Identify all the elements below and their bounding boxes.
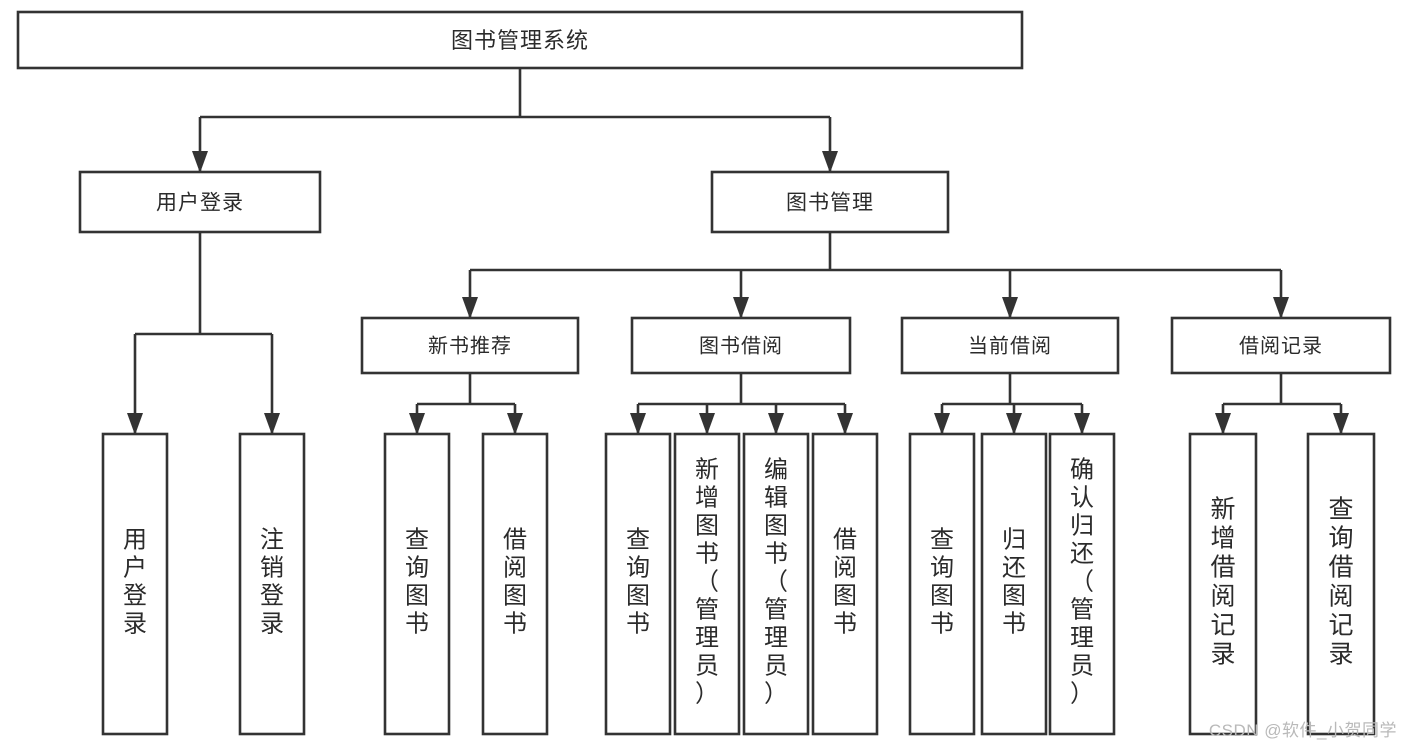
node-leaf-borrow-book-1[interactable]: 借阅图书 bbox=[481, 432, 549, 736]
node-label: 用户登录 bbox=[156, 192, 244, 215]
node-layer: 图书管理系统用户登录图书管理新书推荐图书借阅当前借阅借阅记录用户登录注销登录查询… bbox=[16, 10, 1392, 736]
connector-layer bbox=[127, 68, 1349, 435]
node-label: 图书管理系统 bbox=[451, 28, 589, 53]
arrow-head-icon bbox=[1002, 297, 1018, 319]
node-new-book-rec[interactable]: 新书推荐 bbox=[360, 316, 580, 375]
node-box[interactable] bbox=[1188, 432, 1258, 736]
arrow-head-icon bbox=[264, 413, 280, 435]
node-borrow-record[interactable]: 借阅记录 bbox=[1170, 316, 1392, 375]
node-box[interactable] bbox=[1306, 432, 1376, 736]
arrow-head-icon bbox=[630, 413, 646, 435]
node-leaf-edit-book[interactable]: 编辑图书（管理员） bbox=[742, 432, 810, 736]
node-leaf-add-book[interactable]: 新增图书（管理员） bbox=[673, 432, 741, 736]
node-leaf-user-logout[interactable]: 注销登录 bbox=[238, 432, 306, 736]
node-box[interactable] bbox=[742, 432, 810, 736]
node-label: 当前借阅 bbox=[968, 335, 1052, 358]
arrow-head-icon bbox=[1333, 413, 1349, 435]
arrow-head-icon bbox=[1215, 413, 1231, 435]
node-box[interactable] bbox=[101, 432, 169, 736]
node-leaf-confirm-return[interactable]: 确认归还（管理员） bbox=[1048, 432, 1116, 736]
node-box[interactable] bbox=[604, 432, 672, 736]
node-user-login[interactable]: 用户登录 bbox=[78, 170, 322, 234]
node-label: 用户登录 bbox=[123, 527, 147, 638]
node-leaf-borrow-book-2[interactable]: 借阅图书 bbox=[811, 432, 879, 736]
node-label: 借阅图书 bbox=[503, 527, 527, 638]
node-box[interactable] bbox=[360, 316, 580, 375]
node-box[interactable] bbox=[78, 170, 322, 234]
node-box[interactable] bbox=[383, 432, 451, 736]
arrow-head-icon bbox=[409, 413, 425, 435]
arrow-head-icon bbox=[1074, 413, 1090, 435]
node-current-borrow[interactable]: 当前借阅 bbox=[900, 316, 1120, 375]
node-box[interactable] bbox=[710, 170, 950, 234]
node-leaf-query-book-2[interactable]: 查询图书 bbox=[604, 432, 672, 736]
node-box[interactable] bbox=[980, 432, 1048, 736]
node-leaf-return-book[interactable]: 归还图书 bbox=[980, 432, 1048, 736]
node-label: 图书管理 bbox=[786, 192, 874, 215]
arrow-head-icon bbox=[822, 151, 838, 173]
node-book-manage[interactable]: 图书管理 bbox=[710, 170, 950, 234]
arrow-head-icon bbox=[507, 413, 523, 435]
node-label: 借阅记录 bbox=[1239, 335, 1323, 358]
node-label: 查询图书 bbox=[626, 527, 650, 638]
node-box[interactable] bbox=[811, 432, 879, 736]
node-label: 新增图书（管理员） bbox=[695, 457, 719, 708]
node-label: 归还图书 bbox=[1002, 527, 1026, 638]
arrow-head-icon bbox=[1006, 413, 1022, 435]
node-leaf-user-login[interactable]: 用户登录 bbox=[101, 432, 169, 736]
node-root[interactable]: 图书管理系统 bbox=[16, 10, 1024, 70]
node-book-borrow[interactable]: 图书借阅 bbox=[630, 316, 852, 375]
node-box[interactable] bbox=[16, 10, 1024, 70]
arrow-head-icon bbox=[127, 413, 143, 435]
node-label: 查询图书 bbox=[405, 527, 429, 638]
node-box[interactable] bbox=[481, 432, 549, 736]
node-box[interactable] bbox=[630, 316, 852, 375]
node-label: 查询图书 bbox=[930, 527, 954, 638]
arrow-head-icon bbox=[462, 297, 478, 319]
node-box[interactable] bbox=[900, 316, 1120, 375]
arrow-head-icon bbox=[768, 413, 784, 435]
arrow-head-icon bbox=[192, 151, 208, 173]
node-label: 注销登录 bbox=[260, 527, 284, 638]
arrow-head-icon bbox=[733, 297, 749, 319]
node-label: 编辑图书（管理员） bbox=[764, 457, 788, 708]
arrow-head-icon bbox=[1273, 297, 1289, 319]
node-label: 图书借阅 bbox=[699, 335, 783, 358]
node-leaf-query-book-1[interactable]: 查询图书 bbox=[383, 432, 451, 736]
node-leaf-query-book-3[interactable]: 查询图书 bbox=[908, 432, 976, 736]
node-label: 查询借阅记录 bbox=[1328, 496, 1353, 669]
arrow-head-icon bbox=[934, 413, 950, 435]
node-box[interactable] bbox=[238, 432, 306, 736]
node-label: 新增借阅记录 bbox=[1210, 496, 1235, 669]
arrow-head-icon bbox=[699, 413, 715, 435]
arrow-head-icon bbox=[837, 413, 853, 435]
node-leaf-add-record[interactable]: 新增借阅记录 bbox=[1188, 432, 1258, 736]
node-label: 借阅图书 bbox=[833, 527, 857, 638]
node-label: 确认归还（管理员） bbox=[1070, 457, 1094, 708]
node-box[interactable] bbox=[908, 432, 976, 736]
node-box[interactable] bbox=[1170, 316, 1392, 375]
node-box[interactable] bbox=[673, 432, 741, 736]
node-leaf-query-record[interactable]: 查询借阅记录 bbox=[1306, 432, 1376, 736]
node-label: 新书推荐 bbox=[428, 335, 512, 358]
node-box[interactable] bbox=[1048, 432, 1116, 736]
